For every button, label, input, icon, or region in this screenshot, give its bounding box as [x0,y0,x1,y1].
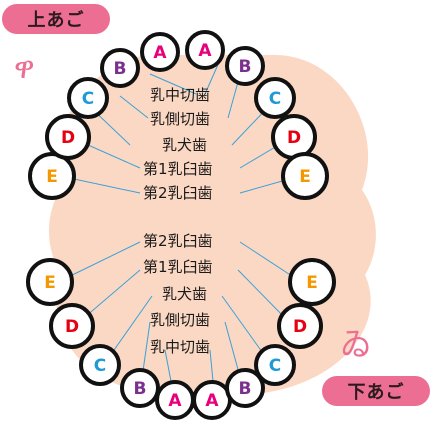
letter-upper-A-right: A [198,41,212,61]
letter-lower-D-left: D [65,317,79,337]
tooth-lower-B-left [120,368,160,408]
tooth-lower-E-right [288,258,336,306]
tooth-upper-B-left [100,48,140,88]
lower-name-second-molar: 第2乳臼歯 [143,232,213,250]
letter-lower-A-right: A [205,391,219,411]
letter-lower-B-left: B [134,379,147,399]
letter-upper-A-left: A [153,43,167,63]
upper-name-first-molar: 第1乳臼歯 [143,160,213,178]
letter-lower-E-right: E [306,273,318,293]
lower-teeth [26,258,336,420]
lower-name-canine: 乳犬歯 [162,285,207,303]
upper-name-labels: 乳中切歯 乳側切歯 乳犬歯 第1乳臼歯 第2乳臼歯 [143,86,213,202]
upper-name-canine: 乳犬歯 [162,136,207,154]
tooth-upper-B-right [225,46,265,86]
letter-lower-B-right: B [239,379,252,399]
letter-lower-A-left: A [168,391,182,411]
tooth-upper-C-left [67,77,109,119]
lower-name-labels: 第2乳臼歯 第1乳臼歯 乳犬歯 乳側切歯 乳中切歯 [143,232,213,356]
tooth-upper-E-left [28,152,76,200]
tooth-upper-C-right [254,77,296,119]
lower-name-central-incisor: 乳中切歯 [150,338,210,356]
lower-jaw-label: 下あご [322,376,430,406]
tooth-lower-B-right [225,368,265,408]
upper-name-lateral-incisor: 乳側切歯 [150,110,210,128]
tooth-lower-D-left [49,303,95,349]
upper-jaw-symbol: ዋ [14,51,35,86]
letter-lower-C-left: C [94,356,106,376]
upper-jaw-label: 上あご [2,4,110,34]
letter-upper-D-right: D [287,128,301,148]
letter-upper-B-right: B [239,57,252,77]
tooth-lower-D-right [277,303,323,349]
letter-lower-E-left: E [44,273,56,293]
tooth-lower-C-right [254,344,296,386]
letter-upper-E-right: E [299,167,311,187]
letter-upper-E-left: E [46,167,58,187]
lower-jaw-symbol: ゐ [340,325,372,363]
letter-upper-C-right: C [269,89,281,109]
letter-lower-C-right: C [269,356,281,376]
tooth-lower-E-left [26,258,74,306]
upper-letters: E D C B A A B C D E [46,41,311,187]
letter-upper-C-left: C [82,89,94,109]
letter-lower-D-right: D [293,317,307,337]
tooth-upper-D-left [45,114,91,160]
upper-name-central-incisor: 乳中切歯 [150,86,210,104]
letter-upper-B-left: B [114,59,127,79]
upper-teeth [28,30,329,200]
tooth-lower-C-left [79,344,121,386]
tooth-upper-A-left [140,32,180,72]
lower-letters: E D C B A A B C D E [44,273,318,411]
lower-name-lateral-incisor: 乳側切歯 [150,311,210,329]
tooth-upper-E-right [281,152,329,200]
lower-name-first-molar: 第1乳臼歯 [143,258,213,276]
upper-name-second-molar: 第2乳臼歯 [143,184,213,202]
tooth-upper-A-right [185,30,225,70]
letter-upper-D-left: D [61,128,75,148]
